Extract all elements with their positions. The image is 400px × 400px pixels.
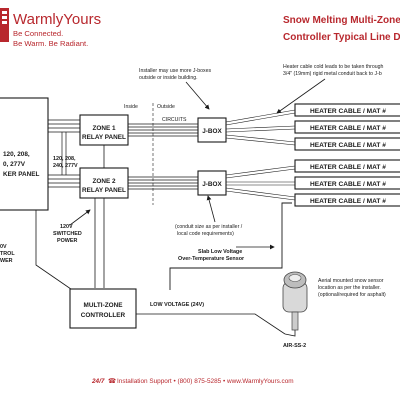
snow-sensor-icon — [282, 271, 308, 331]
control-power-label-3: WER — [0, 258, 13, 264]
heater-cable-label: HEATER CABLE / MAT # — [310, 108, 386, 115]
panel-to-controller-line — [35, 210, 85, 299]
brand-name: WarmlyYours — [13, 11, 101, 28]
conduit-note-arrow — [206, 195, 216, 223]
breaker-panel — [0, 97, 49, 211]
control-power-label-2: TROL — [0, 251, 15, 257]
zone-2-label: ZONE 2 — [92, 178, 116, 185]
brand-logo: WarmlyYours Be Connected. Be Warm. Be Ra… — [0, 8, 101, 48]
footer-hours-badge: 24/7 — [91, 378, 105, 385]
aerial-sensor-note-2: location as per the installer. — [318, 285, 381, 291]
zone-1-label: ZONE 1 — [92, 125, 116, 132]
circuits-label: CIRCUITS — [162, 117, 187, 123]
low-voltage-line — [136, 313, 286, 335]
heater-cable-list: HEATER CABLE / MAT # HEATER CABLE / MAT … — [294, 103, 400, 207]
footer-support-text: Installation Support • (800) 875-5285 • … — [117, 378, 294, 385]
jbox-2-label: J-BOX — [202, 181, 222, 188]
slab-sensor-label-2: Over-Temperature Sensor — [178, 256, 245, 262]
heater-cable-label: HEATER CABLE / MAT # — [310, 181, 386, 188]
heater-cable-label: HEATER CABLE / MAT # — [310, 198, 386, 205]
heater-cable-label: HEATER CABLE / MAT # — [310, 125, 386, 132]
heater-cable-box — [294, 176, 400, 190]
heater-cable-box — [294, 137, 400, 151]
brand-tagline-1: Be Connected. — [13, 29, 63, 38]
breaker-panel-label: KER PANEL — [3, 171, 40, 178]
jbox-1-label: J-BOX — [202, 128, 222, 135]
brand-tagline-2: Be Warm. Be Radiant. — [13, 39, 88, 48]
page-title-line-1: Snow Melting Multi-Zone — [283, 15, 400, 26]
circuit-wires-zone-2 — [128, 176, 198, 190]
zone-1-sublabel: RELAY PANEL — [82, 134, 126, 141]
zone-2-sublabel: RELAY PANEL — [82, 187, 126, 194]
breaker-voltage-line-1: 120, 208, — [3, 151, 30, 158]
cold-lead-arrow — [276, 78, 326, 114]
heater-cable-box — [294, 103, 400, 117]
heater-wires-zone-2 — [225, 165, 296, 201]
aerial-sensor-note-1: Aerial mounted snow sensor — [318, 278, 384, 284]
control-power-label-1: 0V — [0, 244, 7, 250]
slab-sensor-lead — [169, 202, 292, 290]
sensor-model-label: AIR-SS-2 — [283, 343, 306, 349]
jbox-1 — [197, 117, 227, 143]
phone-icon: ☎ — [108, 378, 116, 385]
heater-cable-label: HEATER CABLE / MAT # — [310, 142, 386, 149]
heater-cable-box — [294, 193, 400, 207]
heater-cable-box — [294, 159, 400, 173]
supply-voltage-line-1: 120, 208, — [53, 156, 76, 162]
jbox-2 — [197, 170, 227, 196]
supply-wires — [48, 119, 80, 188]
controller-label-2: CONTROLLER — [81, 312, 126, 319]
switched-power-line-2-label: SWITCHED — [53, 231, 82, 237]
jbox-note-line-2: outside or inside building. — [139, 75, 198, 81]
heater-cable-box — [294, 120, 400, 134]
slab-sensor-label-1: Slab Low Voltage — [198, 249, 242, 255]
heater-wires-zone-1 — [225, 109, 296, 146]
zone-2-relay-panel — [79, 167, 129, 199]
controller-label-1: MULTI-ZONE — [84, 302, 124, 309]
page-title-line-2: Controller Typical Line D — [283, 32, 400, 43]
breaker-voltage-line-2: 0, 277V — [3, 161, 26, 168]
aerial-sensor-note-3: (optional/required for asphalt) — [318, 292, 386, 298]
conduit-note-line-1: (conduit size as per installer / — [175, 224, 243, 230]
cold-lead-note-line-2: 3/4" (19mm) rigid metal conduit back to … — [283, 71, 382, 77]
supply-voltage-line-2: 240, 277V — [53, 163, 78, 169]
logo-mark-icon — [0, 8, 9, 42]
jbox-note-line-1: Installer may use more J-boxes — [139, 68, 211, 74]
conduit-note-line-2: local code requirements) — [177, 231, 234, 237]
multi-zone-controller — [69, 288, 137, 329]
outside-label: Outside — [157, 104, 175, 110]
circuit-wires-zone-1 — [128, 123, 198, 137]
jbox-note-arrow — [185, 81, 210, 110]
cold-lead-note-line-1: Heater cable cold leads to be taken thro… — [283, 64, 383, 70]
switched-power-line-1-label: 120V — [60, 224, 73, 230]
heater-cable-label: HEATER CABLE / MAT # — [310, 164, 386, 171]
switched-power-arrow — [69, 209, 91, 226]
switched-power-line-3-label: POWER — [57, 238, 77, 244]
low-voltage-label: LOW VOLTAGE (24V) — [150, 302, 204, 308]
sensor-cable — [284, 330, 296, 337]
inside-label: Inside — [124, 104, 138, 110]
